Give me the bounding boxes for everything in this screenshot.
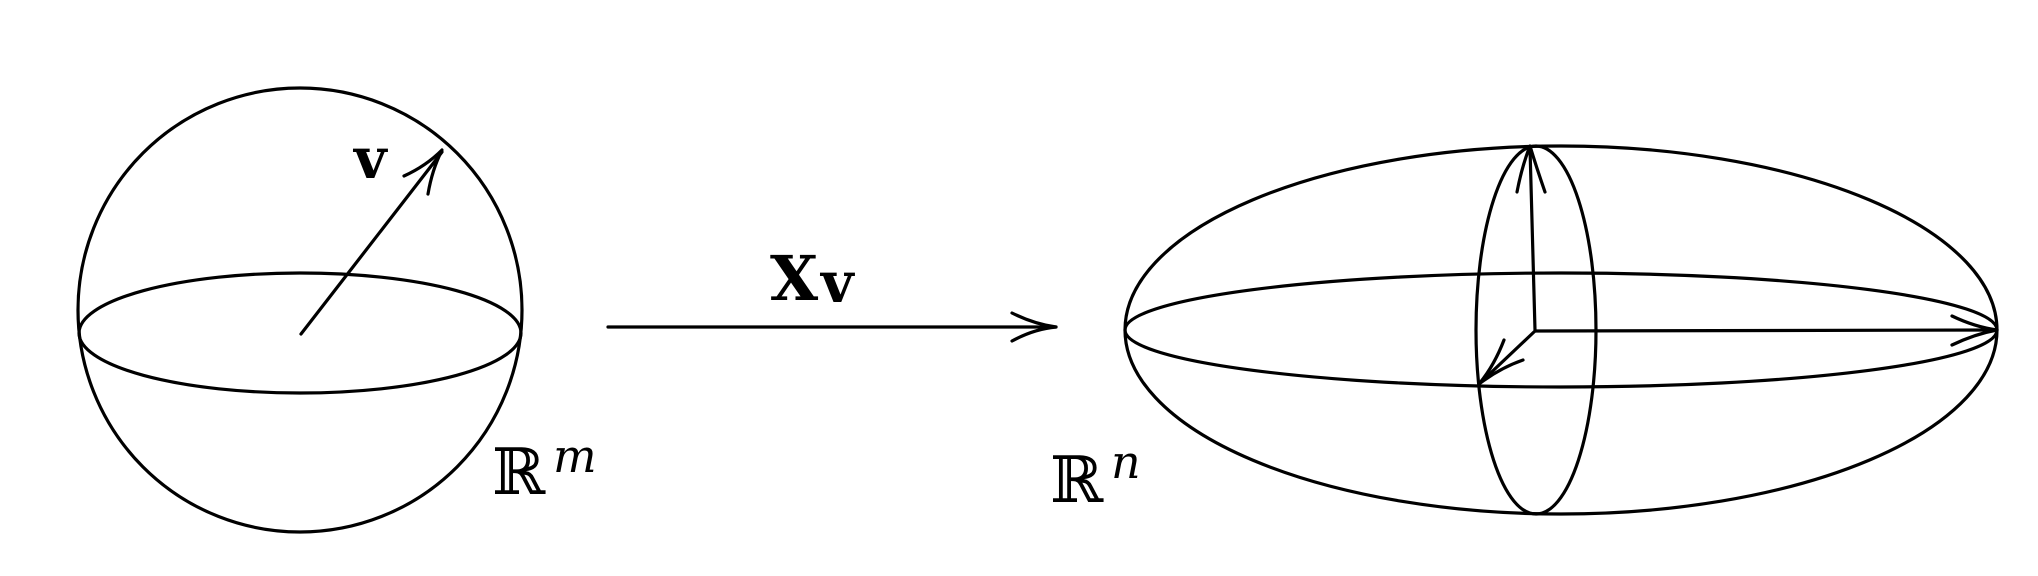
mapping-arrow: [606, 311, 1058, 343]
principal-axis-horizontal-arrowhead: [1950, 314, 1999, 347]
principal-axis-depth: [1478, 329, 1537, 385]
vector-v-shaft: [299, 150, 444, 336]
vector-v-label: v: [352, 126, 388, 192]
codomain-exponent: n: [1111, 435, 1141, 489]
map-matrix-label: X: [770, 242, 819, 315]
principal-axis-vertical-arrowhead: [1515, 144, 1547, 194]
sphere-equator: [77, 271, 523, 395]
ellipsoid: [1123, 144, 1999, 516]
domain-space-label: ℝ: [492, 436, 546, 510]
map-vector-label: v: [819, 250, 855, 316]
unit-sphere: [76, 86, 524, 534]
codomain-space-symbol: ℝ: [1050, 444, 1104, 518]
mapping-arrow-head: [1010, 311, 1058, 343]
codomain-space-label: ℝ: [1050, 444, 1104, 518]
sphere-outline: [76, 86, 524, 534]
domain-space-symbol: ℝ: [492, 436, 546, 510]
domain-exponent: m: [553, 429, 597, 483]
vector-v-arrowhead: [402, 148, 444, 196]
principal-axis-horizontal: [1533, 328, 1998, 333]
principal-axis-depth-arrowhead: [1477, 338, 1525, 386]
principal-axis-vertical: [1528, 146, 1537, 332]
